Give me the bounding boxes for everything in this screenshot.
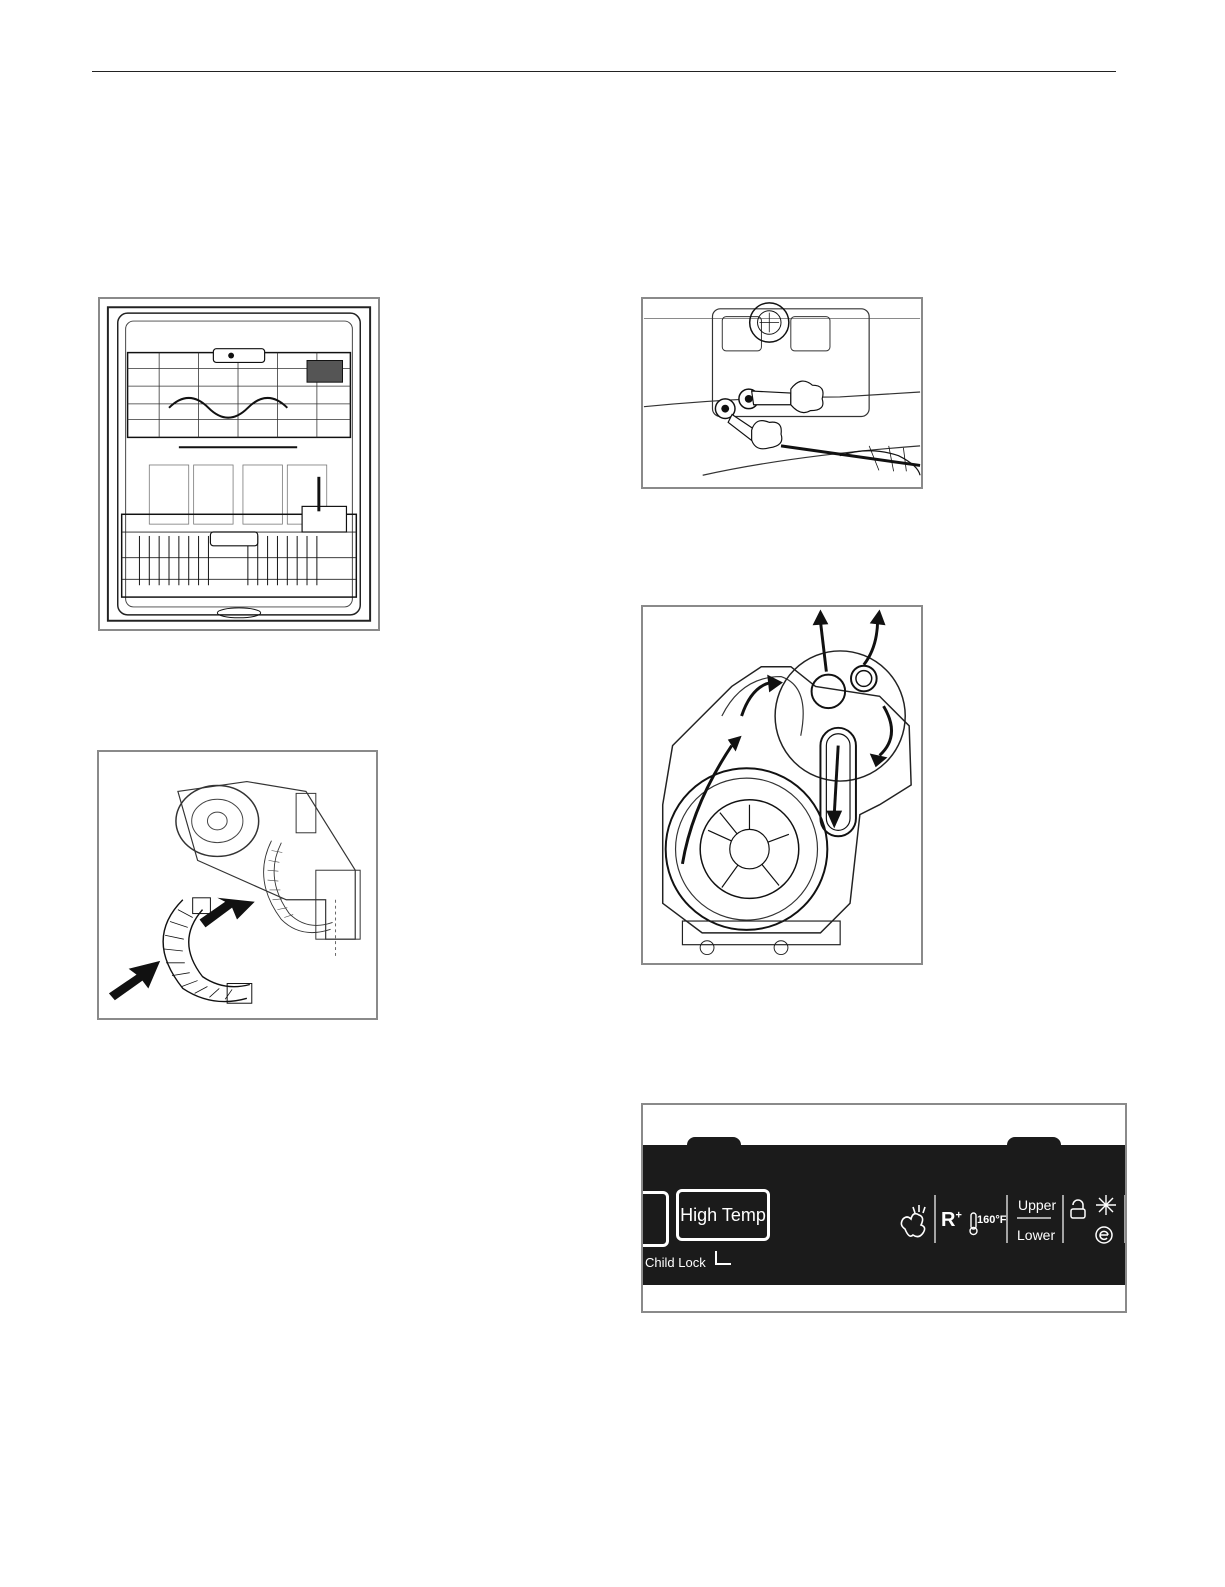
lock-icon	[1071, 1200, 1085, 1218]
filter-assembly-figure	[97, 750, 378, 1020]
rinse-aid-icon: R+	[941, 1209, 962, 1232]
pump-water-flow-illustration	[643, 607, 921, 963]
dishwasher-interior-figure	[98, 297, 380, 631]
eco-icon	[1096, 1227, 1112, 1243]
control-panel-figure: High Temp Child Lock R+ 160°F Upper	[641, 1103, 1127, 1313]
temp-160-label: 160°F	[977, 1214, 1006, 1226]
lower-label: Lower	[1017, 1227, 1055, 1243]
filter-assembly-illustration	[99, 752, 376, 1018]
pump-water-flow-figure	[641, 605, 923, 965]
header-rule	[92, 71, 1116, 72]
nozzle-cleaning-illustration	[643, 299, 921, 487]
dishwasher-interior-illustration	[100, 299, 378, 629]
upper-label: Upper	[1018, 1197, 1056, 1213]
thermometer-icon	[970, 1213, 977, 1235]
sparkle-icon	[1096, 1195, 1116, 1215]
spray-icon	[901, 1205, 925, 1237]
nozzle-cleaning-figure	[641, 297, 923, 489]
